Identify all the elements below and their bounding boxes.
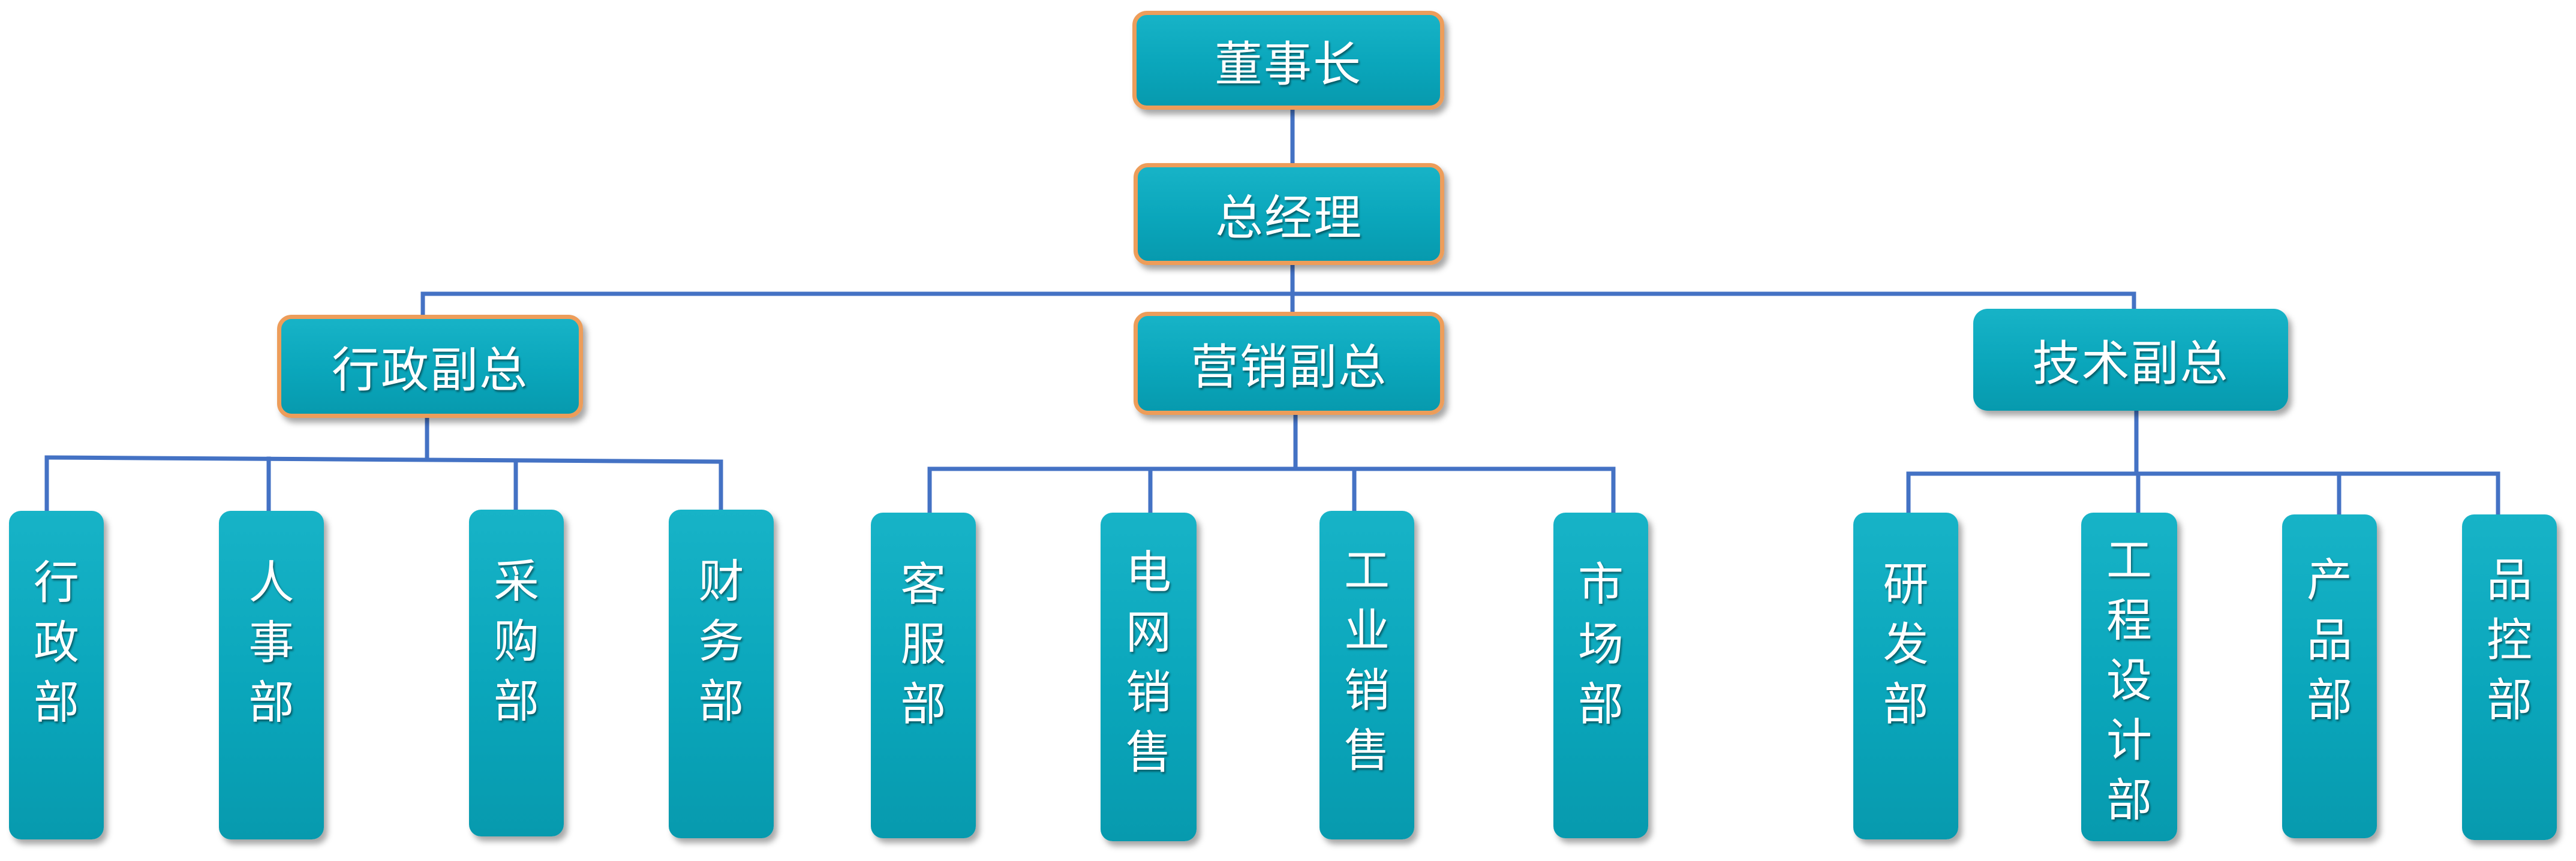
dept-technical-3: 产 品 部 xyxy=(2282,514,2377,838)
dept-admin-4-label: 财 务 部 xyxy=(698,555,744,728)
dept-marketing-1-label: 客 服 部 xyxy=(900,558,946,731)
dept-technical-4: 品 控 部 xyxy=(2462,514,2557,840)
dept-technical-3-label: 产 品 部 xyxy=(2307,553,2352,727)
dept-technical-4-label: 品 控 部 xyxy=(2487,553,2532,727)
general-manager-label: 总经理 xyxy=(1215,190,1363,246)
vp-marketing-label: 营销副总 xyxy=(1191,339,1387,395)
dept-admin-4: 财 务 部 xyxy=(669,510,774,838)
dept-admin-3-label: 采 购 部 xyxy=(494,555,539,728)
dept-technical-1-label: 研 发 部 xyxy=(1883,558,1929,731)
vp-admin-label: 行政副总 xyxy=(332,342,528,398)
dept-admin-2-label: 人 事 部 xyxy=(248,556,294,729)
dept-technical-2-label: 工 程 设 计 部 xyxy=(2106,534,2152,827)
dept-marketing-2-label: 电 网 销 售 xyxy=(1126,546,1171,779)
vp-marketing-box: 营销副总 xyxy=(1134,312,1444,415)
vp-technical-box: 技术副总 xyxy=(1973,309,2288,411)
dept-marketing-3: 工 业 销 售 xyxy=(1319,511,1414,839)
dept-admin-1-label: 行 政 部 xyxy=(34,556,79,729)
dept-marketing-2: 电 网 销 售 xyxy=(1101,513,1197,841)
dept-marketing-4-label: 市 场 部 xyxy=(1578,558,1624,731)
dept-technical-1: 研 发 部 xyxy=(1853,513,1958,839)
chairman-box: 董事长 xyxy=(1132,11,1444,110)
dept-marketing-4: 市 场 部 xyxy=(1553,513,1648,838)
dept-marketing-1: 客 服 部 xyxy=(871,513,976,838)
general-manager-box: 总经理 xyxy=(1134,163,1444,265)
dept-marketing-3-label: 工 业 销 售 xyxy=(1344,544,1390,777)
dept-admin-2: 人 事 部 xyxy=(219,511,324,839)
vp-admin-box: 行政副总 xyxy=(277,315,583,418)
connector-admin-bar xyxy=(44,455,723,464)
dept-admin-3: 采 购 部 xyxy=(469,510,564,836)
chairman-label: 董事长 xyxy=(1215,36,1362,92)
dept-admin-1: 行 政 部 xyxy=(9,511,104,839)
dept-technical-2: 工 程 设 计 部 xyxy=(2081,513,2177,841)
vp-technical-label: 技术副总 xyxy=(2032,336,2229,392)
